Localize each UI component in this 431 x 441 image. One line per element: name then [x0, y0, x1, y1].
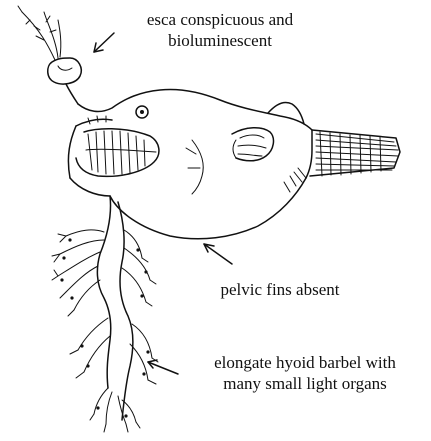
barbel-label-line1: elongate hyoid barbel with [180, 352, 430, 373]
anal-fin [284, 168, 306, 192]
barbel-label-line2: many small light organs [180, 373, 430, 394]
gill-lines [186, 140, 203, 194]
pectoral-fin [232, 128, 273, 161]
mouth-teeth [76, 116, 159, 176]
esca-label-line2: bioluminescent [120, 30, 320, 51]
pelvic-arrow [204, 244, 232, 264]
eye [136, 106, 148, 118]
illicium [66, 84, 78, 104]
pelvic-label-text: pelvic fins absent [195, 279, 365, 300]
esca-arrow [94, 33, 114, 52]
esca-label: esca conspicuous and bioluminescent [120, 9, 320, 51]
hyoid-barbel [52, 196, 158, 432]
pelvic-label: pelvic fins absent [195, 279, 365, 300]
caudal-fin [310, 130, 400, 176]
fish-body [68, 89, 312, 238]
esca-bulb [48, 58, 82, 84]
esca-label-line1: esca conspicuous and [120, 9, 320, 30]
esca-filaments [18, 6, 61, 60]
barbel-arrow [148, 360, 178, 374]
barbel-label: elongate hyoid barbel with many small li… [180, 352, 430, 394]
